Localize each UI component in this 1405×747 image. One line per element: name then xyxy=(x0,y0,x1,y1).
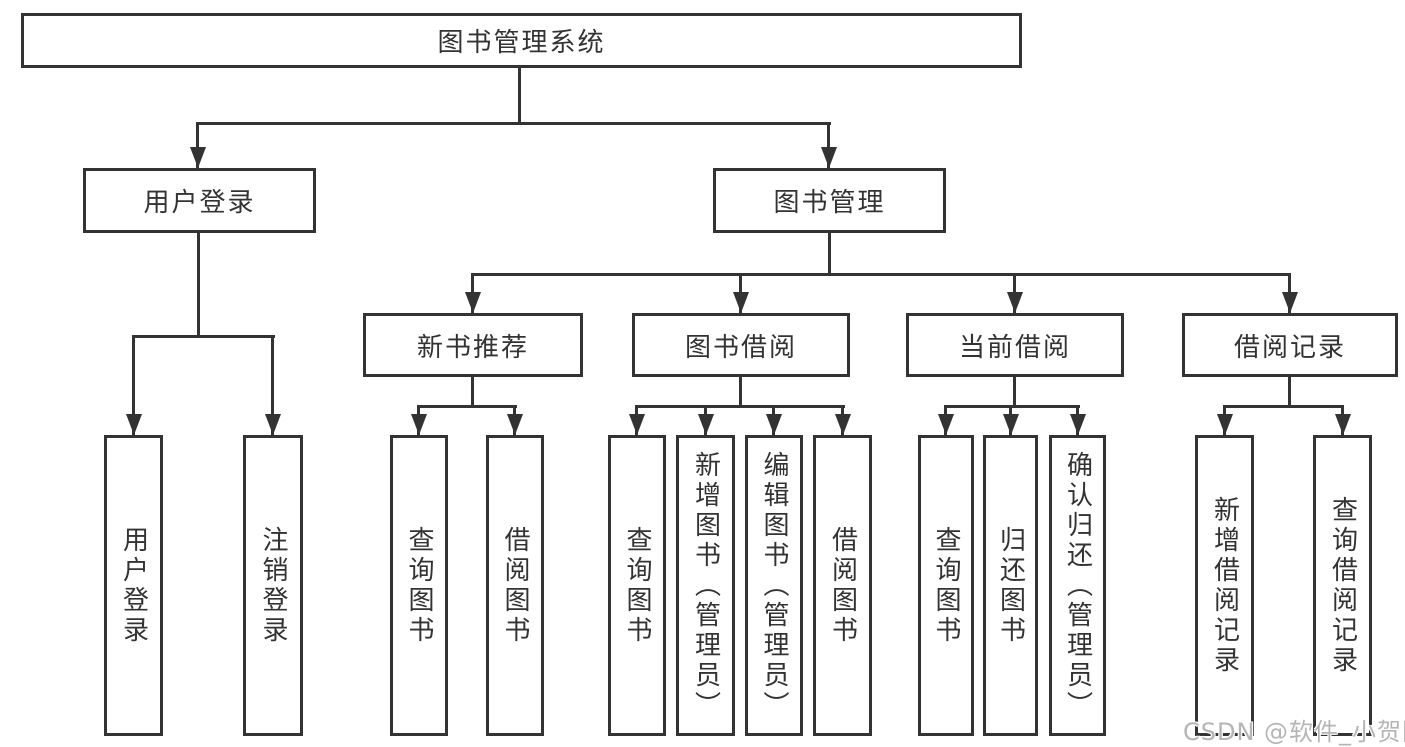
arrow-down-icon xyxy=(513,405,516,435)
arrow-down-icon xyxy=(471,273,474,313)
node-user-login: 用户登录 xyxy=(83,168,316,233)
connector-line xyxy=(471,377,474,405)
node-borrowing-records: 借阅记录 xyxy=(1182,313,1398,377)
connector-line xyxy=(197,233,200,335)
leaf-query-borrow-record: 查询借阅记录 xyxy=(1313,435,1372,736)
arrow-down-icon xyxy=(827,122,830,168)
leaf-edit-books-admin: 编辑图书（管理员） xyxy=(745,435,803,736)
arrow-down-icon xyxy=(1223,405,1226,435)
leaf-add-books-admin: 新增图书（管理员） xyxy=(676,435,735,736)
leaf-confirm-return-admin: 确认归还（管理员） xyxy=(1049,435,1106,736)
arrow-down-icon xyxy=(704,405,707,435)
arrow-down-icon xyxy=(739,273,742,313)
connector-line xyxy=(417,405,517,408)
arrow-down-icon xyxy=(132,335,135,435)
leaf-user-login: 用户登录 xyxy=(104,435,163,736)
leaf-logout: 注销登录 xyxy=(243,435,303,736)
arrow-down-icon xyxy=(841,405,844,435)
leaf-add-borrow-record: 新增借阅记录 xyxy=(1195,435,1254,736)
connector-line xyxy=(635,405,845,408)
leaf-return-books: 归还图书 xyxy=(983,435,1038,736)
arrow-down-icon xyxy=(635,405,638,435)
arrow-down-icon xyxy=(1009,405,1012,435)
arrow-down-icon xyxy=(772,405,775,435)
connector-line xyxy=(518,68,521,122)
connector-line xyxy=(1223,405,1344,408)
node-book-borrowing: 图书借阅 xyxy=(632,313,850,377)
arrow-down-icon xyxy=(1288,273,1291,313)
connector-line xyxy=(197,122,831,125)
connector-line xyxy=(1288,377,1291,405)
leaf-borrow-books: 借阅图书 xyxy=(486,435,544,736)
connector-line xyxy=(739,377,742,405)
arrow-down-icon xyxy=(417,405,420,435)
leaf-query-books: 查询图书 xyxy=(918,435,974,736)
arrow-down-icon xyxy=(944,405,947,435)
arrow-down-icon xyxy=(1076,405,1079,435)
node-new-book-recommendation: 新书推荐 xyxy=(363,313,583,377)
node-book-management: 图书管理 xyxy=(713,168,946,233)
leaf-query-books: 查询图书 xyxy=(390,435,448,736)
leaf-borrow-books: 借阅图书 xyxy=(813,435,872,736)
arrow-down-icon xyxy=(196,122,199,168)
connector-line xyxy=(132,335,275,338)
arrow-down-icon xyxy=(271,335,274,435)
arrow-down-icon xyxy=(1013,273,1016,313)
node-root-library-management-system: 图书管理系统 xyxy=(21,13,1022,68)
connector-line xyxy=(944,405,1080,408)
connector-line xyxy=(471,273,1291,276)
connector-line xyxy=(1013,377,1016,405)
leaf-query-books: 查询图书 xyxy=(608,435,666,736)
node-current-borrowing: 当前借阅 xyxy=(906,313,1124,377)
connector-line xyxy=(828,233,831,273)
csdn-watermark: CSDN @软件_小贺同学 xyxy=(1183,718,1405,746)
arrow-down-icon xyxy=(1341,405,1344,435)
